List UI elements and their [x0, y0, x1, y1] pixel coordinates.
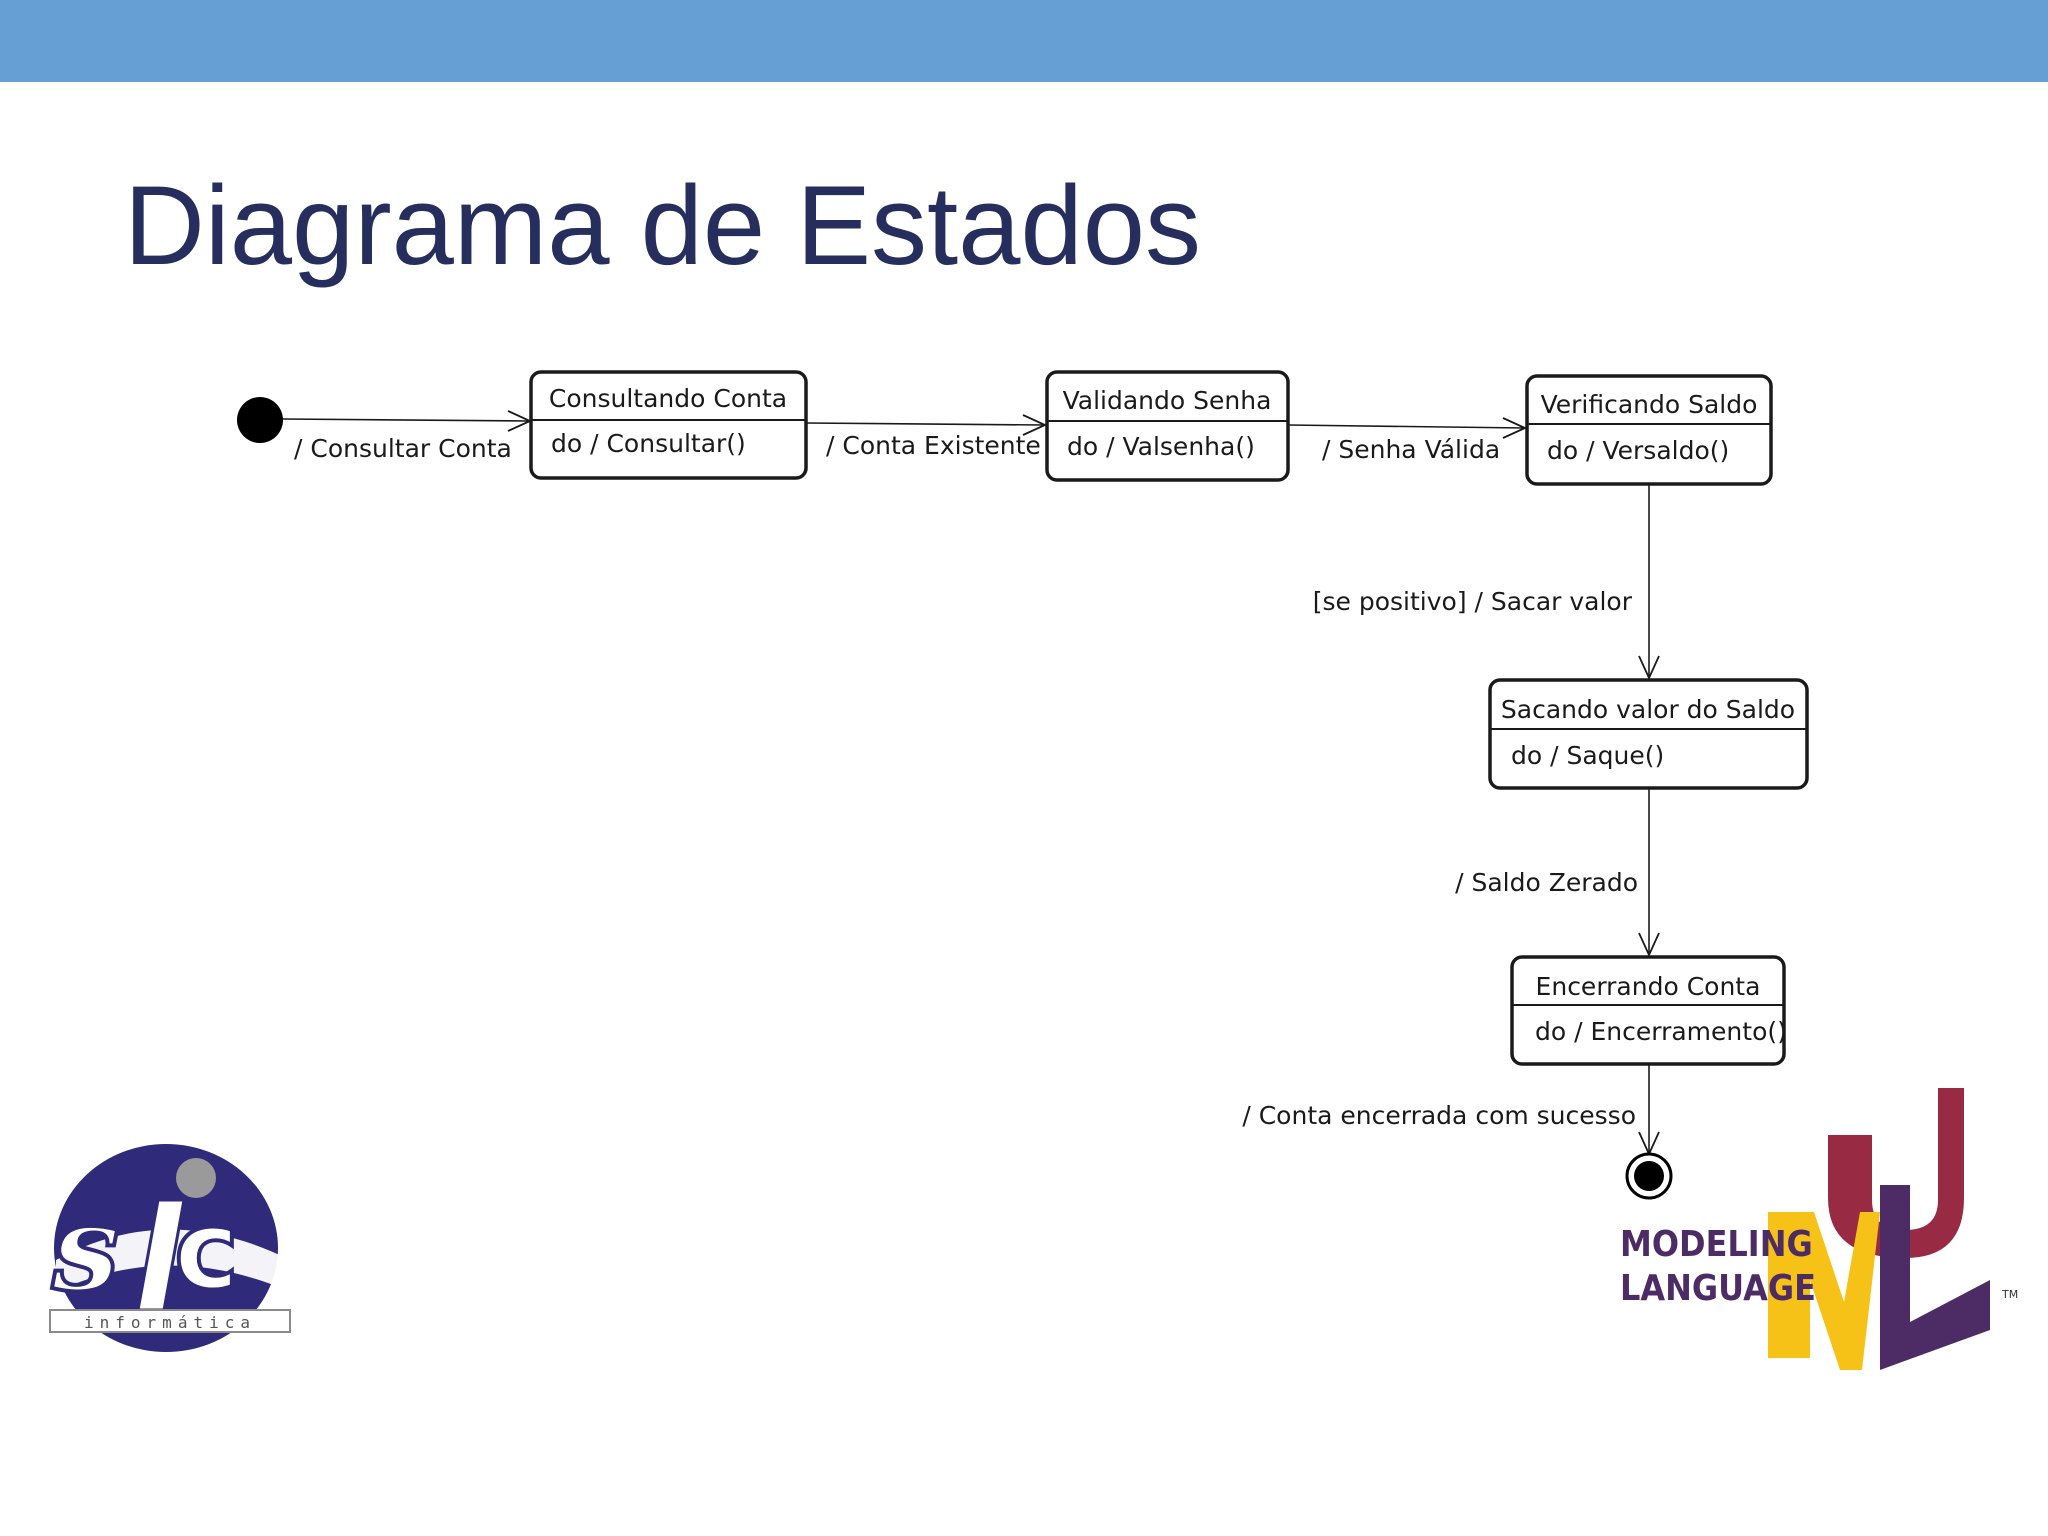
transition-1: [805, 414, 1048, 436]
uml-logo: MODELING LANGUAGE TM: [1620, 1088, 2018, 1370]
state-action: do / Valsenha(): [1067, 432, 1255, 461]
transition-4: [1638, 788, 1660, 958]
transition-2: [1287, 417, 1528, 439]
transition-label-3: [se positivo] / Sacar valor: [1313, 587, 1633, 616]
transition-label-1: / Conta Existente: [826, 431, 1041, 460]
state-name: Validando Senha: [1063, 386, 1272, 415]
svg-text:s: s: [51, 1178, 120, 1319]
sic-logo: s c informática: [49, 1144, 291, 1352]
state-action: do / Encerramento(): [1535, 1017, 1787, 1046]
state-action: do / Consultar(): [551, 429, 746, 458]
sic-logo-text: informática: [84, 1313, 256, 1332]
uml-logo-tm: TM: [2001, 1288, 2018, 1301]
state-name: Consultando Conta: [549, 384, 787, 413]
state-action: do / Saque(): [1511, 741, 1664, 770]
state-verificando-saldo: Verificando Saldo do / Versaldo(): [1525, 374, 1773, 486]
state-encerrando-conta: Encerrando Conta do / Encerramento(): [1510, 955, 1787, 1066]
state-validando-senha: Validando Senha do / Valsenha(): [1045, 370, 1290, 482]
transition-label-5: / Conta encerrada com sucesso: [1242, 1101, 1636, 1130]
svg-text:c: c: [174, 1186, 239, 1314]
uml-logo-line1: MODELING: [1620, 1224, 1813, 1265]
transition-label-4: / Saldo Zerado: [1455, 868, 1638, 897]
initial-node: [237, 397, 283, 443]
state-sacando-valor-do-saldo: Sacando valor do Saldo do / Saque(): [1488, 678, 1809, 790]
state-name: Verificando Saldo: [1541, 390, 1758, 419]
state-action: do / Versaldo(): [1547, 436, 1729, 465]
state-consultando-conta: Consultando Conta do / Consultar(): [529, 370, 808, 480]
state-name: Encerrando Conta: [1536, 972, 1761, 1001]
transition-label-initial: / Consultar Conta: [294, 434, 512, 463]
state-name: Sacando valor do Saldo: [1501, 695, 1795, 724]
transition-initial: [282, 410, 533, 432]
transition-label-2: / Senha Válida: [1322, 435, 1500, 464]
top-accent-bar: [0, 0, 2048, 82]
slide-title: Diagrama de Estados: [124, 163, 1202, 288]
uml-logo-line2: LANGUAGE: [1620, 1268, 1816, 1309]
final-node: [1625, 1152, 1673, 1200]
transition-3: [1638, 484, 1660, 681]
